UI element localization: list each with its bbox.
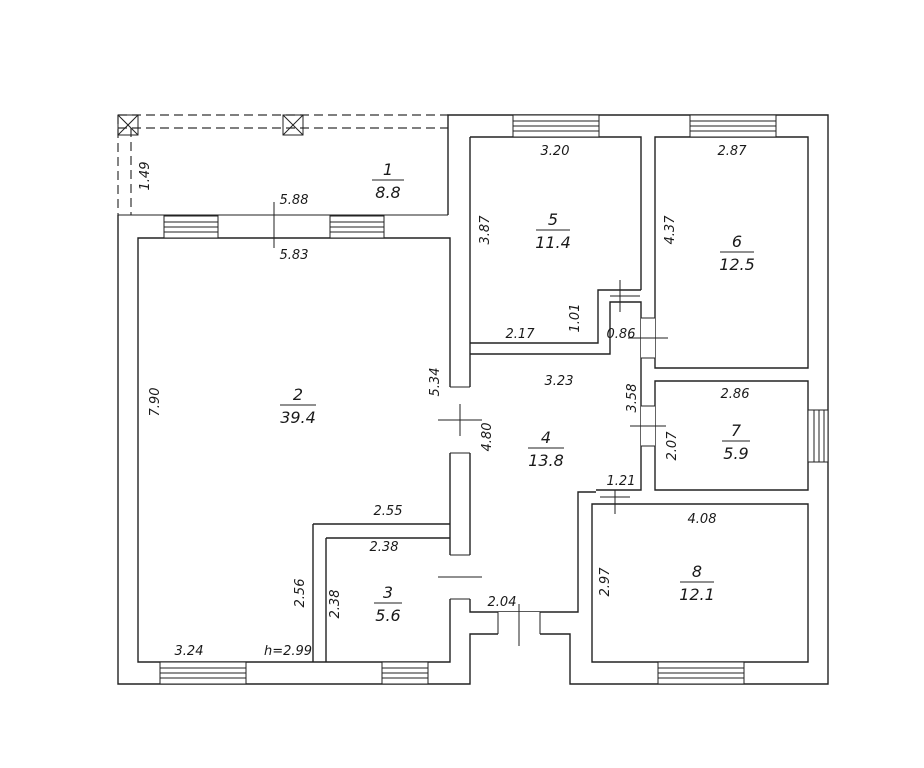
ceiling-height: h=2.99 [264, 644, 312, 659]
window-icon [329, 215, 385, 239]
dim-r2-top-inner: 5.83 [280, 248, 309, 263]
window-icon [512, 114, 600, 138]
room-2-number: 2 [293, 385, 303, 404]
window-icon [159, 661, 247, 685]
dim-r2-bottom: 3.24 [175, 644, 204, 659]
dim-r8-width: 4.08 [688, 512, 717, 527]
room-3-area: 5.6 [375, 606, 400, 625]
dim-r4-bottom: 2.04 [488, 595, 517, 610]
dim-r5-width: 3.20 [541, 144, 570, 159]
room-1-number: 1 [383, 160, 393, 179]
dim-r7-height: 2.07 [665, 431, 680, 461]
room-2-area: 39.4 [280, 408, 316, 427]
dim-r3-side-inner: 2.38 [328, 590, 343, 619]
room-5-number: 5 [548, 210, 558, 229]
dim-r6-height: 4.37 [663, 215, 678, 245]
room-8-area: 12.1 [679, 585, 715, 604]
dimension-labels: 1.49 5.88 5.83 7.90 5.34 3.24 h=2.99 2.5… [138, 144, 749, 659]
dim-r1-depth: 1.49 [138, 162, 153, 191]
dim-r5-notch: 1.01 [568, 304, 583, 333]
room-4-number: 4 [541, 428, 551, 447]
balcony [117, 114, 448, 216]
dim-r2-right: 5.34 [428, 368, 443, 397]
dim-r4-height: 4.80 [480, 423, 495, 452]
window-icon [807, 409, 829, 463]
dim-r5-height: 3.87 [478, 215, 493, 245]
dim-r6-width: 2.87 [718, 144, 748, 159]
room-3-number: 3 [383, 583, 393, 602]
window-icon [163, 215, 219, 239]
room-7-area: 5.9 [723, 444, 748, 463]
room-4-area: 13.8 [528, 451, 564, 470]
dim-r3-top-outer: 2.55 [374, 504, 403, 519]
dim-r4-step: 1.21 [607, 474, 636, 489]
dim-r4-right: 3.58 [625, 384, 640, 413]
dim-r2-top-outer: 5.88 [280, 193, 309, 208]
windows [159, 114, 829, 685]
dim-r4-notch: 0.86 [607, 327, 636, 342]
dim-r3-top-inner: 2.38 [370, 540, 399, 555]
window-icon [689, 114, 777, 138]
window-icon [657, 661, 745, 685]
room-8-number: 8 [692, 562, 702, 581]
dim-r3-side-outer: 2.56 [293, 579, 308, 608]
column-left-icon [117, 114, 139, 136]
room-labels: 1 8.8 2 39.4 3 5.6 4 13.8 5 11.4 6 12.5 … [280, 160, 755, 625]
room-6-number: 6 [732, 232, 742, 251]
window-icon [381, 661, 429, 685]
column-right-icon [282, 114, 304, 136]
dim-r8-height: 2.97 [598, 567, 613, 597]
dim-r5-bottom: 2.17 [506, 327, 536, 342]
dim-r4-width: 3.23 [545, 374, 574, 389]
room-5-area: 11.4 [535, 233, 571, 252]
room-6-area: 12.5 [719, 255, 755, 274]
dim-r7-width: 2.86 [721, 387, 750, 402]
dim-r2-height: 7.90 [148, 388, 163, 417]
room-7-number: 7 [731, 421, 742, 440]
door-openings [273, 202, 668, 646]
room-1-area: 8.8 [375, 183, 400, 202]
